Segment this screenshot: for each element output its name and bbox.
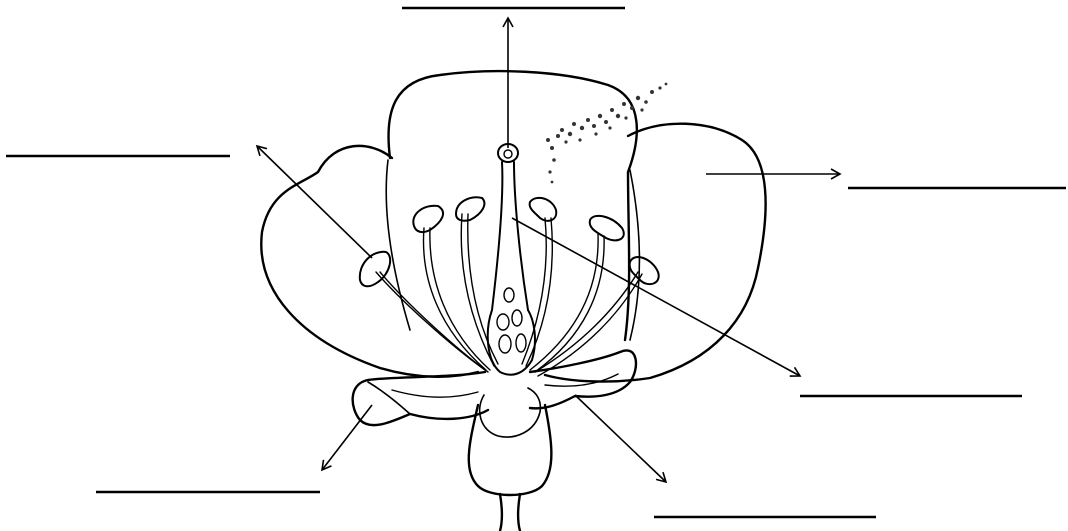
flower-illustration bbox=[261, 71, 765, 531]
ovule bbox=[516, 334, 526, 352]
sepal-right bbox=[530, 350, 636, 408]
petal-left bbox=[261, 146, 478, 377]
ovule bbox=[499, 335, 511, 353]
anther bbox=[630, 257, 659, 284]
anther bbox=[413, 206, 443, 232]
arrow-sepal bbox=[322, 405, 372, 470]
ovule bbox=[512, 310, 522, 326]
arrow-ovary bbox=[575, 395, 666, 482]
petal-right bbox=[545, 124, 766, 382]
pointer-arrows bbox=[257, 18, 840, 482]
anther bbox=[590, 216, 624, 241]
stigma-inner bbox=[504, 150, 512, 158]
anther bbox=[530, 198, 557, 221]
receptacle-inner bbox=[480, 388, 541, 437]
sepal-left-fold bbox=[368, 382, 410, 414]
arrow-filament bbox=[512, 218, 800, 376]
ovule bbox=[497, 314, 509, 330]
stalk bbox=[500, 494, 520, 531]
sepal-left bbox=[353, 372, 488, 425]
sepal-left-fold-2 bbox=[392, 390, 478, 397]
pollen-grains bbox=[546, 83, 667, 184]
answer-blanks bbox=[6, 8, 1066, 517]
ovule bbox=[504, 288, 514, 302]
anthers bbox=[360, 197, 659, 286]
anther bbox=[360, 252, 390, 286]
anther bbox=[456, 197, 484, 220]
petal-right-inner-fold bbox=[630, 170, 639, 340]
